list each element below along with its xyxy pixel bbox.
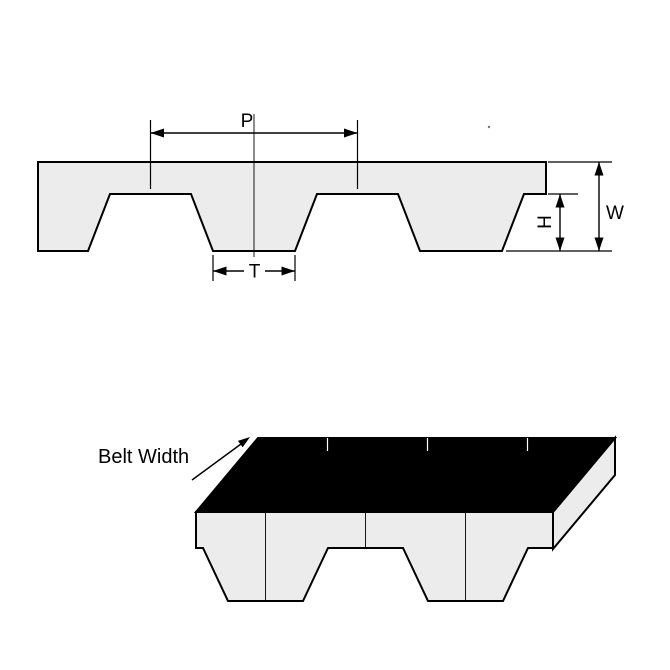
belt-thickness-label: W xyxy=(606,203,624,224)
pitch-dimension: P xyxy=(149,111,359,189)
pitch-arrowhead-right xyxy=(344,128,358,138)
perspective-view: Belt Width xyxy=(98,435,618,602)
belt-thickness-arrowhead-top xyxy=(594,162,604,176)
tooth-width-dimension: T xyxy=(212,255,296,283)
belt-width-arrowhead xyxy=(237,437,250,448)
pitch-label: P xyxy=(241,111,254,132)
belt-width-arrow-line xyxy=(191,443,242,481)
belt-thickness-dimension: W xyxy=(548,161,624,251)
belt-width-label: Belt Width xyxy=(98,446,189,468)
speck xyxy=(487,125,491,129)
belt-thickness-arrowhead-bottom xyxy=(594,237,604,251)
pitch-arrowhead-left xyxy=(150,128,164,138)
belt-profile xyxy=(37,161,547,252)
tooth-width-arrowhead-left xyxy=(213,266,227,276)
tooth-width-arrowhead-right xyxy=(281,266,295,276)
tooth-height-arrowhead-bottom xyxy=(555,237,565,251)
tooth-height-label: H xyxy=(535,215,556,229)
tooth-height-dimension: H xyxy=(506,193,612,252)
belt-top-surface xyxy=(193,437,618,513)
cross-section-view: P T H W xyxy=(37,111,624,283)
belt-width-callout: Belt Width xyxy=(98,437,250,481)
belt-front-face xyxy=(195,511,554,602)
tooth-height-arrowhead-top xyxy=(555,194,565,208)
tooth-width-label: T xyxy=(249,262,261,283)
